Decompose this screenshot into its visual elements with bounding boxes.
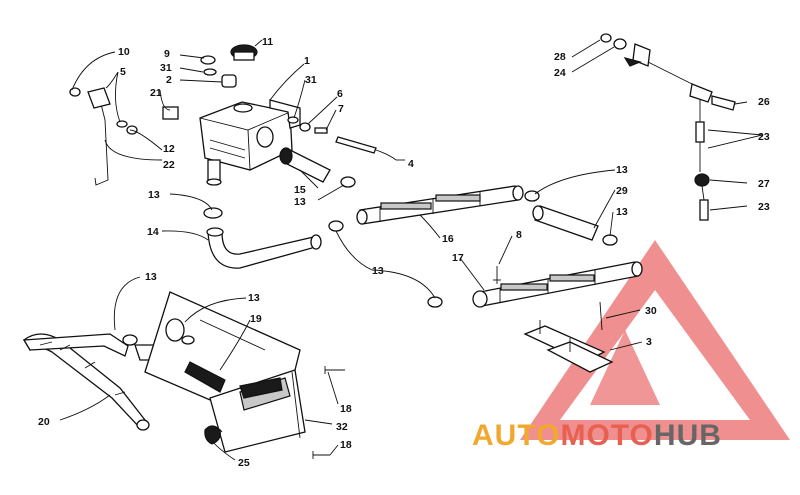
washer-31	[203, 68, 217, 76]
callout-32: 32	[336, 421, 348, 433]
callout-21: 21	[150, 87, 162, 99]
heat-exchanger-lower	[472, 261, 643, 308]
callout-25: 25	[238, 457, 250, 469]
callout-23-b: 23	[758, 201, 770, 213]
cable-assembly	[600, 33, 736, 221]
callout-15: 15	[294, 184, 306, 196]
watermark-auto: AUTO	[472, 419, 560, 452]
watermark-triangle-core	[590, 330, 660, 405]
hose-20	[22, 333, 150, 431]
callout-13-e: 13	[616, 206, 628, 218]
coolant-tank	[199, 101, 293, 171]
hose-lower-left	[239, 377, 283, 399]
callout-8: 8	[516, 229, 522, 241]
callout-6: 6	[337, 88, 343, 100]
callout-18-b: 18	[340, 439, 352, 451]
clamp-13a	[203, 207, 223, 219]
callout-4: 4	[408, 158, 414, 170]
callout-16: 16	[442, 233, 454, 245]
screw-30	[599, 301, 603, 331]
clamps-25	[204, 425, 221, 445]
callout-13-b: 13	[148, 189, 160, 201]
callout-2: 2	[166, 74, 172, 86]
bolt-7	[314, 127, 328, 134]
clamp-13b	[328, 220, 344, 232]
clamp-13d	[602, 234, 618, 246]
nut-6	[299, 122, 311, 132]
mounting-rails-3	[523, 320, 614, 373]
callout-30: 30	[645, 305, 657, 317]
callout-31b: 31	[305, 74, 317, 86]
callout-11: 11	[262, 36, 273, 48]
watermark-logo	[520, 240, 790, 440]
callout-7: 7	[338, 103, 344, 115]
callout-26: 26	[758, 96, 770, 108]
callout-12: 12	[163, 143, 175, 155]
callout-18-a: 18	[340, 403, 352, 415]
callout-13-d: 13	[616, 164, 628, 176]
callout-13-a: 13	[294, 196, 306, 208]
callout-31a: 31	[160, 62, 172, 74]
clamp-13f	[122, 334, 138, 346]
washer-5	[116, 120, 128, 128]
heat-exchanger-upper	[356, 185, 524, 225]
watermark-hub: HUB	[654, 419, 722, 452]
callout-14: 14	[147, 226, 159, 238]
hose-14	[206, 227, 322, 269]
callout-29: 29	[616, 185, 628, 197]
callout-3: 3	[646, 336, 652, 348]
watermark-text: AUTOMOTOHUB	[472, 419, 722, 452]
callout-1: 1	[304, 55, 310, 67]
svg-text:AUTOMOTOHUB: AUTOMOTOHUB	[472, 419, 722, 452]
leader-lines	[59, 39, 763, 461]
callout-13-f: 13	[145, 271, 157, 283]
bracket-22	[94, 99, 109, 186]
reservoir-assembly	[69, 44, 397, 219]
grommet-2	[221, 74, 237, 88]
callout-28: 28	[554, 51, 566, 63]
decal-21	[162, 106, 179, 120]
clamp-13e	[427, 296, 443, 308]
vent-hose-4	[335, 136, 377, 154]
watermark-moto: MOTO	[560, 419, 653, 452]
washer-31b	[287, 116, 299, 124]
callout-24: 24	[554, 67, 566, 79]
callout-23-a: 23	[758, 131, 770, 143]
callout-5: 5	[120, 66, 126, 78]
callout-22: 22	[163, 159, 175, 171]
callout-19: 19	[250, 313, 262, 325]
callout-13-c: 13	[372, 265, 384, 277]
hose-upper-left	[184, 361, 226, 393]
hose-29	[534, 205, 599, 241]
callout-10: 10	[118, 46, 130, 58]
nut-10	[69, 87, 81, 97]
callout-9: 9	[164, 48, 170, 60]
callout-13-g: 13	[248, 292, 260, 304]
callout-27: 27	[758, 178, 770, 190]
callout-20: 20	[38, 416, 50, 428]
nut-9	[200, 55, 216, 65]
callout-labels: 10 5 9 31 2 21 11 1 31 6 7 12 22 4 15 13…	[38, 36, 770, 469]
callout-17: 17	[452, 252, 464, 264]
